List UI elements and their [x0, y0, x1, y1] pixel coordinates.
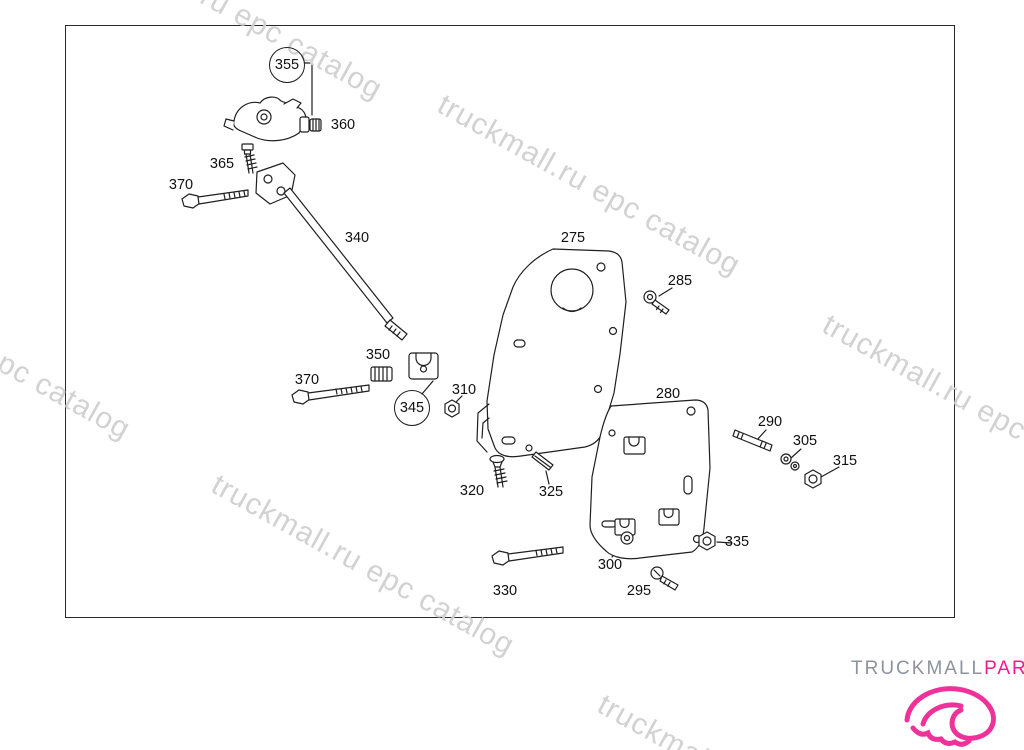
part-label-365: 365 [209, 156, 235, 172]
part-label-285: 285 [667, 273, 693, 289]
part-lever-assembly-355 [223, 96, 322, 142]
part-label-340: 340 [344, 230, 370, 246]
part-bolt-370-lower [291, 384, 370, 405]
part-label-350: 350 [365, 347, 391, 363]
logo-brand-text: TRUCKMALL [851, 658, 985, 679]
part-bolt-370-upper [181, 189, 249, 209]
part-screw-365 [241, 143, 258, 174]
part-label-300: 300 [597, 557, 623, 573]
part-label-355: 355 [269, 47, 305, 83]
part-washer-300 [620, 531, 634, 545]
part-rod-340 [255, 162, 408, 341]
part-label-290: 290 [757, 414, 783, 430]
part-pin-325 [531, 451, 554, 471]
part-label-330: 330 [492, 583, 518, 599]
part-nut-315 [804, 469, 822, 489]
part-screw-285 [643, 290, 670, 315]
part-plate-275 [476, 248, 627, 458]
diagram-border [65, 25, 955, 618]
part-label-315: 315 [832, 453, 858, 469]
parts-logo-swirl-icon [904, 686, 996, 747]
part-label-345: 345 [394, 390, 430, 426]
part-label-305: 305 [792, 433, 818, 449]
part-label-295: 295 [626, 583, 652, 599]
part-label-370-lower: 370 [294, 372, 320, 388]
part-label-320: 320 [459, 483, 485, 499]
part-label-370-upper: 370 [168, 177, 194, 193]
logo-suffix-text: PARTS [984, 658, 1024, 679]
part-plate-280 [589, 399, 711, 560]
part-clamp-350 [370, 352, 439, 382]
part-nut-310 [444, 399, 460, 418]
part-washer-305 [780, 453, 800, 471]
part-label-360: 360 [330, 117, 356, 133]
part-label-325: 325 [538, 484, 564, 500]
truckmall-parts-logo: TRUCKMALLPARTS [851, 658, 1024, 680]
part-label-280: 280 [655, 386, 681, 402]
part-label-310: 310 [451, 382, 477, 398]
part-bolt-330 [491, 546, 564, 566]
part-label-275: 275 [560, 230, 586, 246]
part-screw-295 [650, 566, 679, 591]
part-label-335: 335 [724, 534, 750, 550]
part-nut-335 [698, 531, 716, 551]
part-screw-320 [489, 454, 508, 488]
part-stud-290 [732, 429, 773, 452]
